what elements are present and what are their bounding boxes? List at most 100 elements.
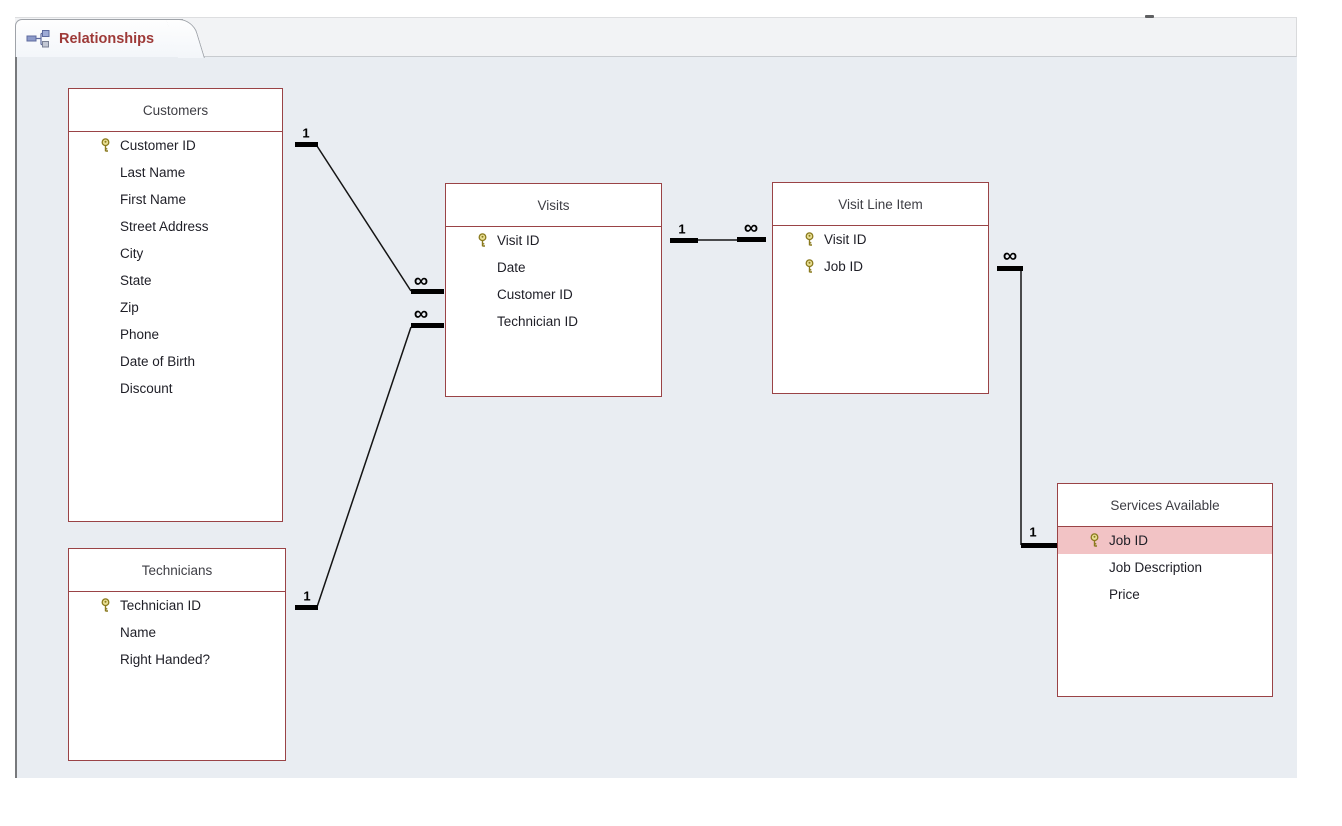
field-services-available-job-description[interactable]: Job Description	[1058, 554, 1272, 581]
tab-relationships[interactable]: Relationships	[15, 19, 183, 57]
field-technicians-name[interactable]: Name	[69, 619, 285, 646]
primary-key-icon	[803, 259, 816, 274]
field-label: Visit ID	[497, 233, 540, 248]
field-label: Street Address	[120, 219, 209, 234]
field-label: Zip	[120, 300, 139, 315]
key-icon-placeholder	[99, 300, 112, 315]
primary-key-icon	[476, 233, 489, 248]
table-title-visit-line-item[interactable]: Visit Line Item	[773, 183, 988, 226]
services-available-visit-line-item-many-label: ∞	[1002, 245, 1018, 267]
relationship-services-available-visit-line-item[interactable]	[997, 266, 1057, 548]
field-customers-first-name[interactable]: First Name	[69, 186, 282, 213]
field-customers-city[interactable]: City	[69, 240, 282, 267]
canvas-left-border	[15, 57, 17, 778]
key-icon-placeholder	[99, 273, 112, 288]
many-cardinality-stub	[737, 237, 766, 242]
technicians-visits-one-label: 1	[303, 588, 311, 604]
customers-visits-one-label: 1	[302, 125, 310, 141]
field-label: Right Handed?	[120, 652, 211, 667]
document-tab-strip	[15, 17, 1297, 57]
relationship-visits-visit-line-item[interactable]	[670, 237, 766, 243]
key-icon-placeholder	[99, 327, 112, 342]
relationship-customers-visits[interactable]	[295, 142, 444, 294]
field-label: Price	[1109, 587, 1140, 602]
key-icon-placeholder	[99, 652, 112, 667]
relationships-icon	[26, 29, 50, 47]
field-customers-state[interactable]: State	[69, 267, 282, 294]
field-visits-date[interactable]: Date	[446, 254, 661, 281]
key-icon-placeholder	[1088, 587, 1101, 602]
table-title-technicians[interactable]: Technicians	[69, 549, 285, 592]
field-visits-technician-id[interactable]: Technician ID	[446, 308, 661, 335]
relationship-technicians-visits[interactable]	[295, 323, 444, 610]
one-cardinality-stub	[1021, 543, 1057, 548]
primary-key-icon	[803, 232, 816, 247]
field-label: Technician ID	[120, 598, 202, 613]
one-cardinality-stub	[670, 238, 698, 243]
table-title-services-available[interactable]: Services Available	[1058, 484, 1272, 527]
field-services-available-price[interactable]: Price	[1058, 581, 1272, 608]
field-customers-discount[interactable]: Discount	[69, 375, 282, 402]
field-visits-visit-id[interactable]: Visit ID	[446, 227, 661, 254]
field-customers-date-of-birth[interactable]: Date of Birth	[69, 348, 282, 375]
visits-visit-line-item-many-label: ∞	[743, 217, 759, 239]
field-label: Visit ID	[824, 232, 867, 247]
field-label: Job Description	[1109, 560, 1203, 575]
field-label: City	[120, 246, 144, 261]
primary-key-icon	[99, 138, 112, 153]
key-icon-placeholder	[476, 314, 489, 329]
technicians-visits-many-label: ∞	[413, 303, 429, 325]
field-label: Discount	[120, 381, 173, 396]
visits-visit-line-item-one-label: 1	[678, 221, 686, 237]
key-icon-placeholder	[99, 219, 112, 234]
key-icon-placeholder	[99, 625, 112, 640]
services-available-visit-line-item-one-label: 1	[1029, 524, 1037, 540]
field-label: Date	[497, 260, 526, 275]
customers-visits-many-label: ∞	[413, 270, 429, 292]
field-visit-line-item-job-id[interactable]: Job ID	[773, 253, 988, 280]
one-cardinality-stub	[295, 142, 318, 147]
field-label: First Name	[120, 192, 187, 207]
many-cardinality-stub	[411, 289, 444, 294]
field-customers-customer-id[interactable]: Customer ID	[69, 132, 282, 159]
field-label: Customer ID	[497, 287, 573, 302]
field-label: Job ID	[824, 259, 864, 274]
field-label: Job ID	[1109, 533, 1149, 548]
field-technicians-technician-id[interactable]: Technician ID	[69, 592, 285, 619]
primary-key-icon	[99, 598, 112, 613]
field-visits-customer-id[interactable]: Customer ID	[446, 281, 661, 308]
field-customers-zip[interactable]: Zip	[69, 294, 282, 321]
table-title-visits[interactable]: Visits	[446, 184, 661, 227]
primary-key-icon	[1088, 533, 1101, 548]
field-label: Last Name	[120, 165, 186, 180]
key-icon-placeholder	[1088, 560, 1101, 575]
window-resize-dash	[1145, 15, 1154, 18]
field-label: Name	[120, 625, 157, 640]
field-label: Customer ID	[120, 138, 196, 153]
field-customers-phone[interactable]: Phone	[69, 321, 282, 348]
key-icon-placeholder	[99, 381, 112, 396]
key-icon-placeholder	[99, 165, 112, 180]
tab-label: Relationships	[59, 30, 155, 47]
key-icon-placeholder	[99, 354, 112, 369]
field-customers-street-address[interactable]: Street Address	[69, 213, 282, 240]
field-label: Phone	[120, 327, 160, 342]
field-visit-line-item-visit-id[interactable]: Visit ID	[773, 226, 988, 253]
many-cardinality-stub	[997, 266, 1023, 271]
field-customers-last-name[interactable]: Last Name	[69, 159, 282, 186]
key-icon-placeholder	[476, 260, 489, 275]
field-label: State	[120, 273, 152, 288]
field-services-available-job-id[interactable]: Job ID	[1058, 527, 1272, 554]
field-label: Technician ID	[497, 314, 579, 329]
one-cardinality-stub	[295, 605, 318, 610]
table-title-customers[interactable]: Customers	[69, 89, 282, 132]
key-icon-placeholder	[99, 246, 112, 261]
field-technicians-right-handed[interactable]: Right Handed?	[69, 646, 285, 673]
